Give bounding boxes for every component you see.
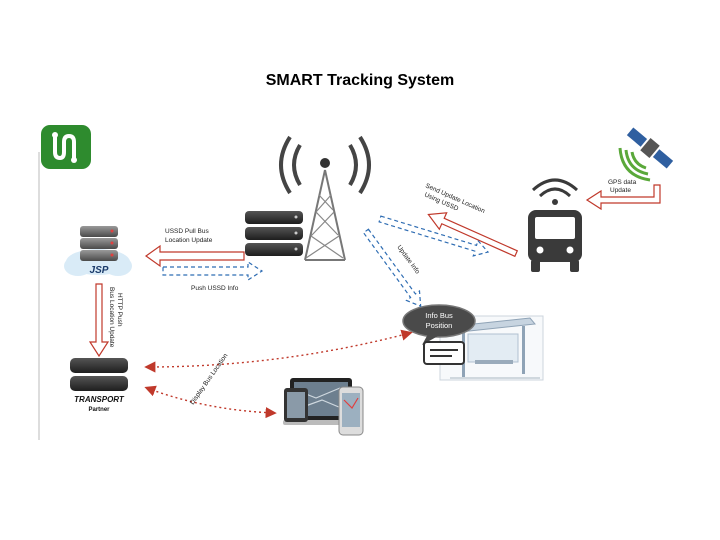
ussd-pull-arrow [144,244,245,268]
push-ussd-label: Push USSD Info [191,285,239,292]
tower-to-bus-dashed-arrow [378,215,490,257]
gps-label-line1: GPS data [608,179,637,186]
info-bubble-line2: Position [426,321,453,330]
http-push-label-line2: Bus Location Update [108,287,115,348]
laptop-tablet-phone-icon [283,378,364,436]
bus [528,178,582,272]
send-update-arrow [427,212,519,258]
ussd-pull-label-line1: USSD Pull Bus [165,228,209,235]
transport-partner: TRANSPORT Partner [70,358,128,413]
transport-to-devices-dotted-arrow [144,385,277,419]
server-stack-icon [70,358,128,391]
http-push-label-line1: HTTP Push [116,293,123,327]
satellite [618,127,674,182]
jsp-server: JSP [64,226,132,276]
partner-label: Partner [88,407,110,413]
http-push-arrow [88,283,110,358]
info-bus-position-bubble: Info Bus Position [402,304,476,365]
transport-label: TRANSPORT [74,395,125,404]
gps-arrow [585,184,661,211]
cell-tower-icon [279,135,371,261]
server-cloud-icon [64,226,132,276]
update-info-arrow [362,228,422,308]
satellite-icon [618,127,674,182]
bus-icon [528,178,582,272]
display-bus-location-label: Display Bus Location [189,352,230,406]
info-bubble-line1: Info Bus [425,311,453,320]
info-card-icon [423,341,465,365]
ussd-pull-label-line2: Location Update [165,237,213,244]
jsp-label: JSP [90,265,109,276]
ussd-server [245,211,303,256]
transport-to-stop-dotted-arrow [144,329,413,373]
server-stack-icon [245,211,303,256]
diagram-title: SMART Tracking System [265,72,455,89]
cell-tower [279,135,371,261]
push-ussd-arrow [162,260,264,282]
devices [283,378,364,436]
bus-route-logo-icon [41,125,91,169]
gps-label-line2: Update [610,187,631,194]
